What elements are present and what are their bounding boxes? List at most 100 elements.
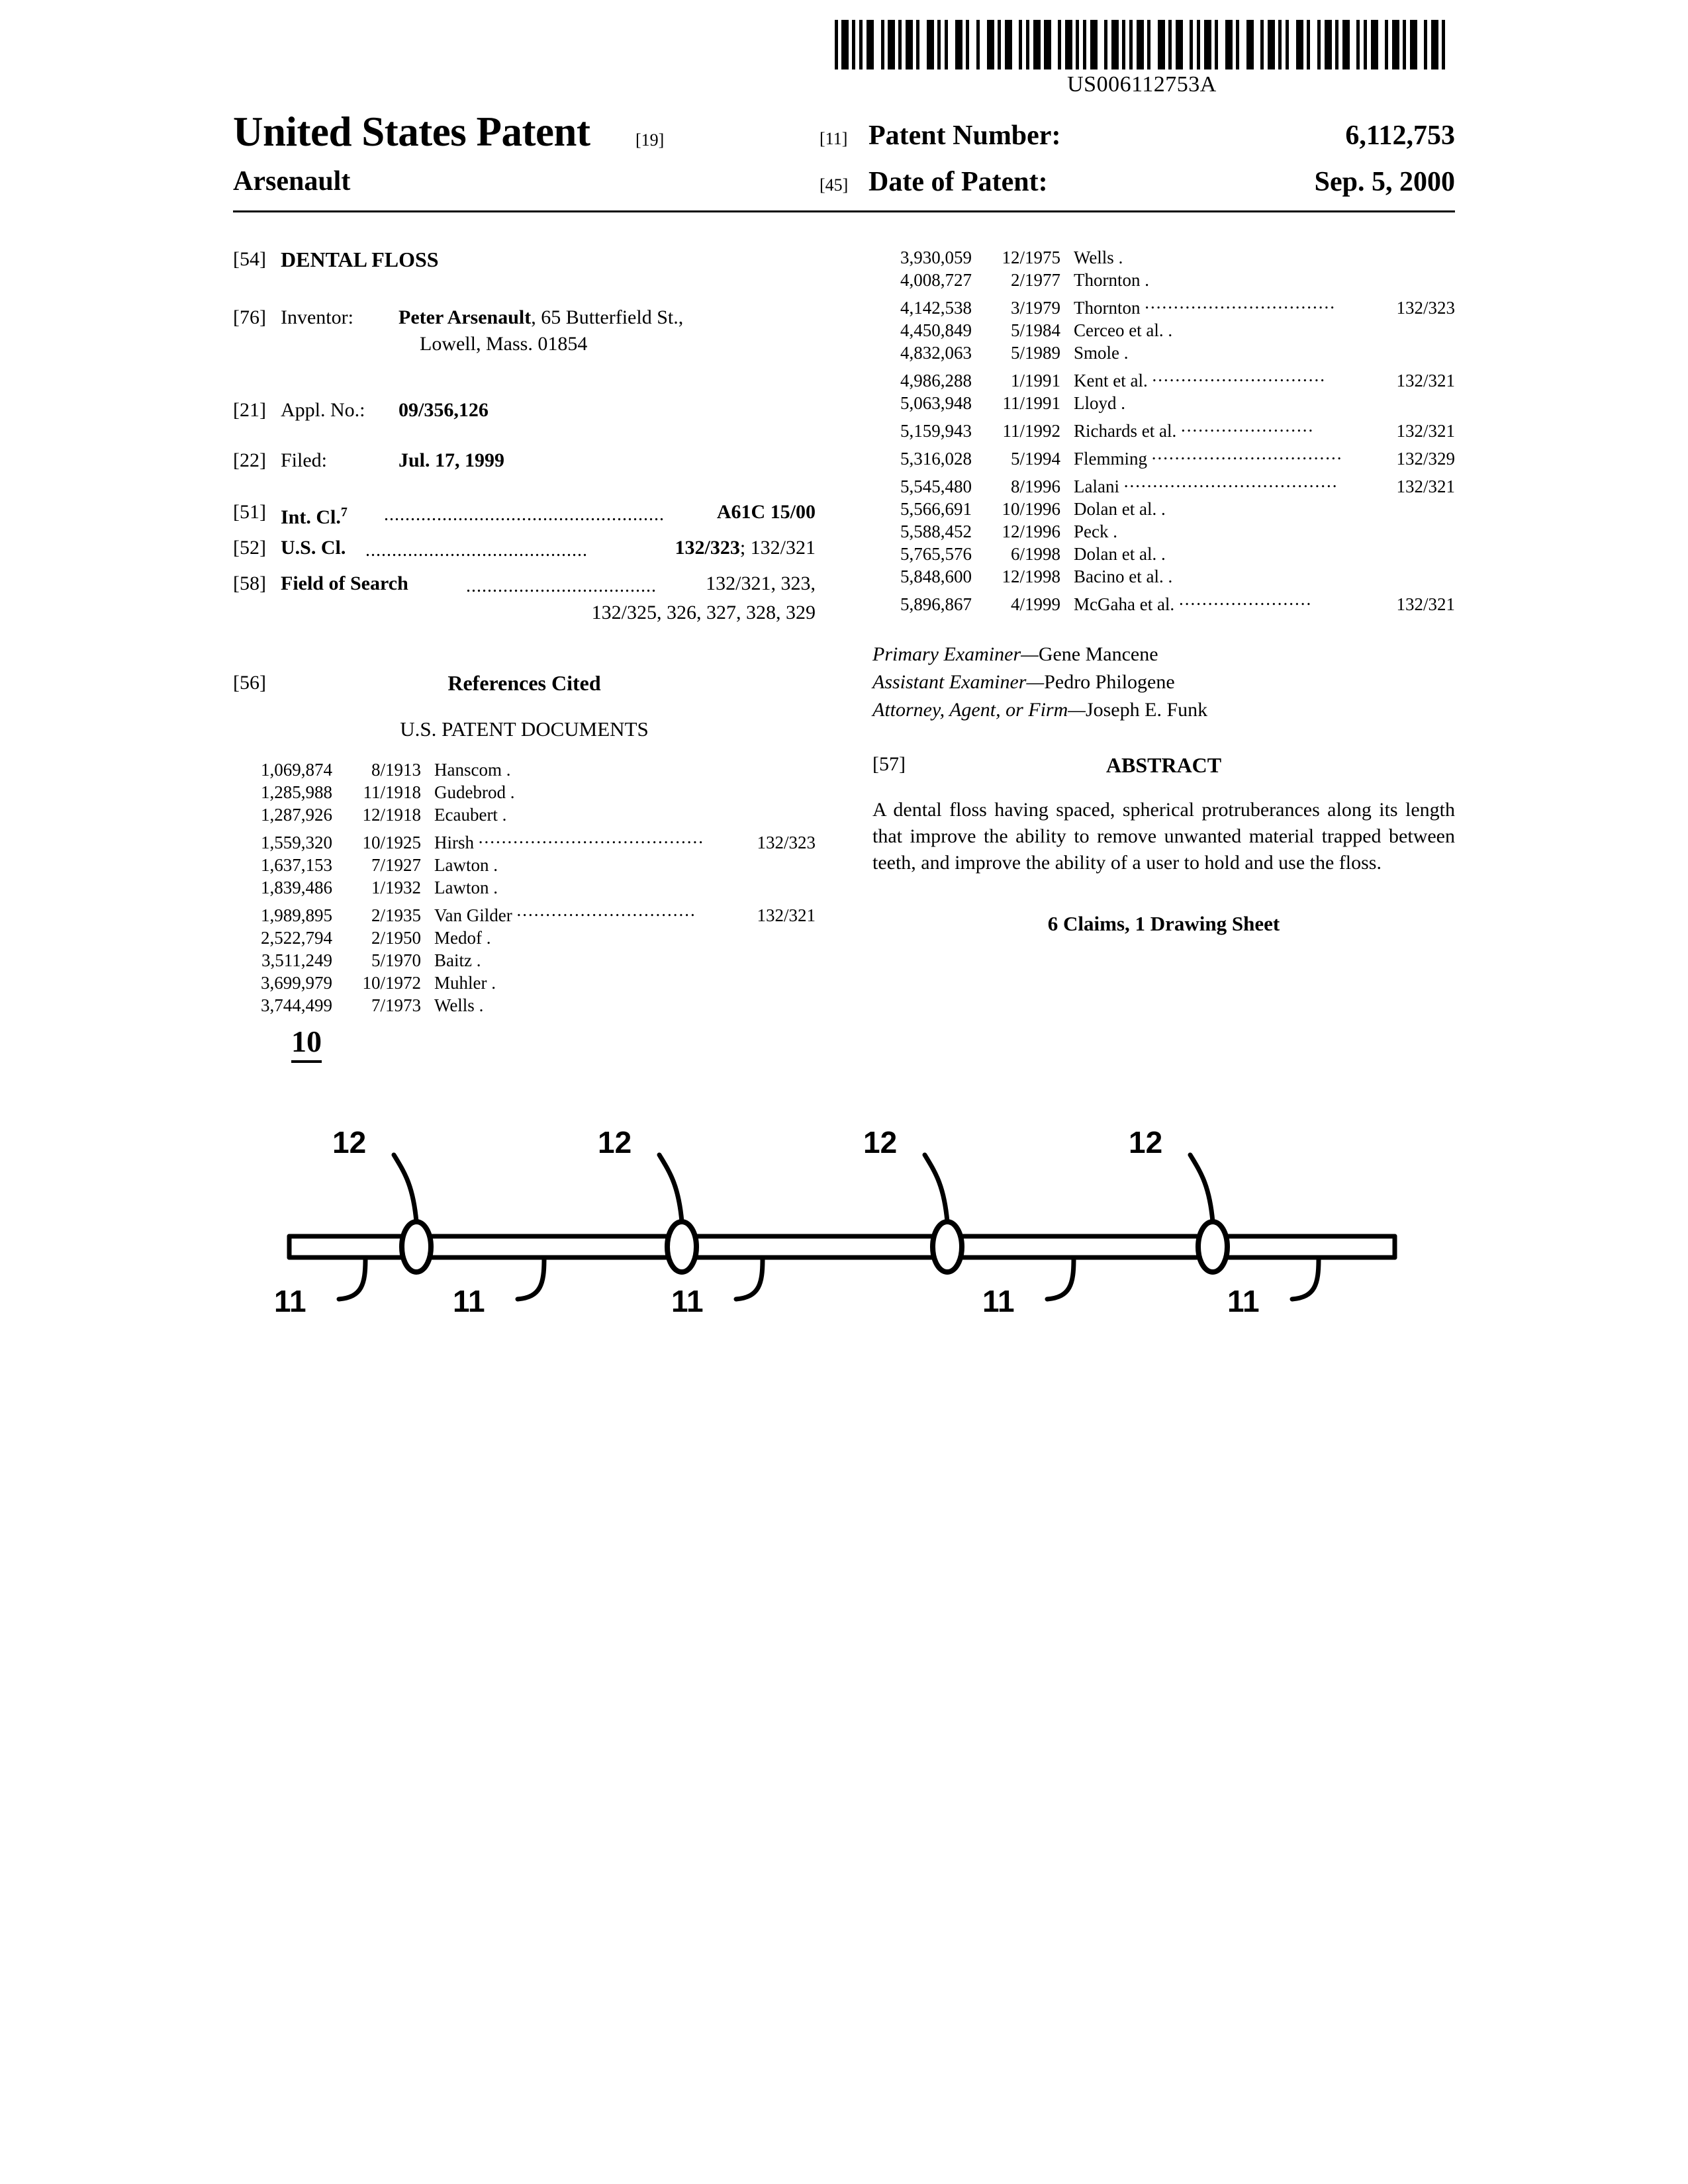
table-row: 5,765,576 6/1998 Dolan et al. . (872, 543, 1455, 565)
reference-date: 10/1925 (362, 833, 421, 852)
int-cl-row: [51] Int. Cl.7 .........................… (233, 499, 816, 528)
primary-examiner-label: Primary Examiner (872, 643, 1021, 665)
table-row: 1,989,895 2/1935 Van Gilder ............… (233, 899, 816, 927)
reference-number: 3,744,499 (261, 995, 332, 1015)
reference-date: 4/1999 (1010, 594, 1060, 614)
em-dash-1: — (1021, 643, 1039, 665)
table-row: 5,588,452 12/1996 Peck . (872, 520, 1455, 543)
field-of-search-row-2: 132/325, 326, 327, 328, 329 (233, 600, 816, 629)
inventor-address-line1: , 65 Butterfield St., (531, 306, 684, 328)
em-dash-3: — (1068, 699, 1086, 721)
barcode-icon (835, 20, 1445, 69)
leader-lines-11 (336, 1256, 1321, 1302)
table-row: 1,839,486 1/1932 Lawton . (233, 876, 816, 899)
reference-class (1376, 319, 1455, 341)
attorney-line: Attorney, Agent, or Firm—Joseph E. Funk (872, 696, 1455, 724)
assistant-examiner-label: Assistant Examiner (872, 671, 1027, 693)
field-of-search-value-line2: 132/325, 326, 327, 328, 329 (591, 602, 816, 623)
table-row: 3,744,499 7/1973 Wells . (233, 994, 816, 1017)
protuberance-3 (930, 1219, 964, 1275)
us-patent-documents-table-left: 1,069,874 8/1913 Hanscom . 1,285,988 11/… (233, 758, 816, 1017)
assistant-examiner-name: Pedro Philogene (1044, 671, 1175, 693)
reference-date: 5/1970 (371, 950, 421, 970)
reference-class: 132/329 (1396, 449, 1455, 469)
patent-header: United States Patent [19] Arsenault [11]… (233, 103, 1455, 199)
reference-class (736, 854, 816, 876)
protuberance-2 (665, 1219, 699, 1275)
reference-class (736, 972, 816, 994)
figure-label-12-3: 12 (863, 1125, 897, 1160)
inventor-row: [76] Inventor: Peter Arsenault, 65 Butte… (233, 304, 816, 363)
em-dash-2: — (1026, 671, 1045, 693)
reference-class: 132/321 (1396, 594, 1455, 614)
reference-class: 132/321 (1396, 477, 1455, 496)
reference-name: Bacino et al. . (1074, 567, 1173, 586)
reference-number: 1,637,153 (261, 855, 332, 875)
barcode-block: US006112753A (831, 20, 1453, 97)
inid-code-45: [45] (820, 175, 849, 195)
reference-date: 12/1998 (1002, 567, 1060, 586)
table-row: 3,699,979 10/1972 Muhler . (233, 972, 816, 994)
reference-name-text: Van Gilder (434, 905, 512, 925)
reference-name: Lawton . (434, 878, 498, 897)
reference-date: 10/1996 (1002, 499, 1060, 519)
reference-number: 5,063,948 (900, 393, 972, 413)
reference-name: Thornton ...............................… (1074, 291, 1376, 319)
figure-reference-10: 10 (291, 1024, 322, 1063)
us-patent-documents-subheading: U.S. PATENT DOCUMENTS (400, 717, 649, 741)
us-cl-label: U.S. Cl. (281, 537, 346, 559)
us-patent-documents-table-right: 3,930,059 12/1975 Wells . 4,008,727 2/19… (872, 246, 1455, 615)
reference-leader: ................................. (1145, 293, 1336, 312)
table-row: 4,832,063 5/1989 Smole . (872, 341, 1455, 364)
int-cl-edition: 7 (340, 505, 348, 520)
reference-name: Wells . (434, 995, 484, 1015)
inid-code-56: [56] (233, 672, 266, 694)
inid-code-54: [54] (233, 248, 266, 270)
reference-leader: .............................. (1152, 365, 1326, 385)
int-cl-label-text: Int. Cl. (281, 506, 341, 528)
reference-leader: ..................................... (1123, 471, 1338, 491)
invention-title: DENTAL FLOSS (281, 248, 439, 271)
reference-name: Medof . (434, 928, 491, 948)
inventor-name-address: Peter Arsenault, 65 Butterfield St., (399, 304, 683, 331)
abstract-text: A dental floss having spaced, spherical … (872, 799, 1455, 874)
appl-no-value: 09/356,126 (399, 399, 489, 421)
reference-name: Lalani .................................… (1074, 470, 1376, 498)
reference-date: 2/1977 (1010, 270, 1060, 290)
reference-name-text: Hirsh (434, 833, 474, 852)
abstract-heading: ABSTRACT (1105, 753, 1222, 777)
inid-code-11: [11] (820, 129, 848, 148)
reference-name: Hirsh ..................................… (434, 826, 736, 854)
patent-publication-number: US006112753A (1067, 72, 1217, 97)
reference-name: Lawton . (434, 855, 498, 875)
primary-examiner-line: Primary Examiner—Gene Mancene (872, 641, 1455, 668)
field-of-search-row: [58] Field of Search ...................… (233, 570, 816, 600)
reference-name: Thornton . (1074, 270, 1149, 290)
reference-number: 3,511,249 (261, 950, 332, 970)
reference-name: Ecaubert . (434, 805, 507, 825)
us-cl-row: [52] U.S. Cl. ..........................… (233, 535, 816, 564)
reference-leader: ....................... (1180, 416, 1315, 435)
protuberance-group (399, 1219, 1230, 1275)
table-row: 1,285,988 11/1918 Gudebrod . (233, 781, 816, 803)
reference-class (1376, 520, 1455, 543)
reference-number: 5,765,576 (900, 544, 972, 564)
reference-name-text: Thornton (1074, 298, 1141, 318)
inventor-address-line2: Lowell, Mass. 01854 (420, 333, 588, 355)
reference-date: 11/1918 (363, 782, 422, 802)
reference-name: Dolan et al. . (1074, 499, 1166, 519)
reference-date: 10/1972 (362, 973, 421, 993)
reference-name: McGaha et al. ....................... (1074, 588, 1376, 615)
inventor-label: Inventor: (281, 306, 353, 328)
right-column: 3,930,059 12/1975 Wells . 4,008,727 2/19… (872, 246, 1455, 936)
reference-number: 4,008,727 (900, 270, 972, 290)
table-row: 5,545,480 8/1996 Lalani ................… (872, 470, 1455, 498)
inid-code-57: [57] (872, 753, 906, 775)
table-row: 3,930,059 12/1975 Wells . (872, 246, 1455, 269)
reference-number: 5,588,452 (900, 522, 972, 541)
filed-label: Filed: (281, 449, 328, 471)
reference-leader: ................................. (1151, 443, 1343, 463)
examiner-block: Primary Examiner—Gene Mancene Assistant … (872, 641, 1455, 724)
us-cl-value: 132/323; 132/321 (675, 535, 816, 561)
reference-number: 4,986,288 (900, 371, 972, 390)
